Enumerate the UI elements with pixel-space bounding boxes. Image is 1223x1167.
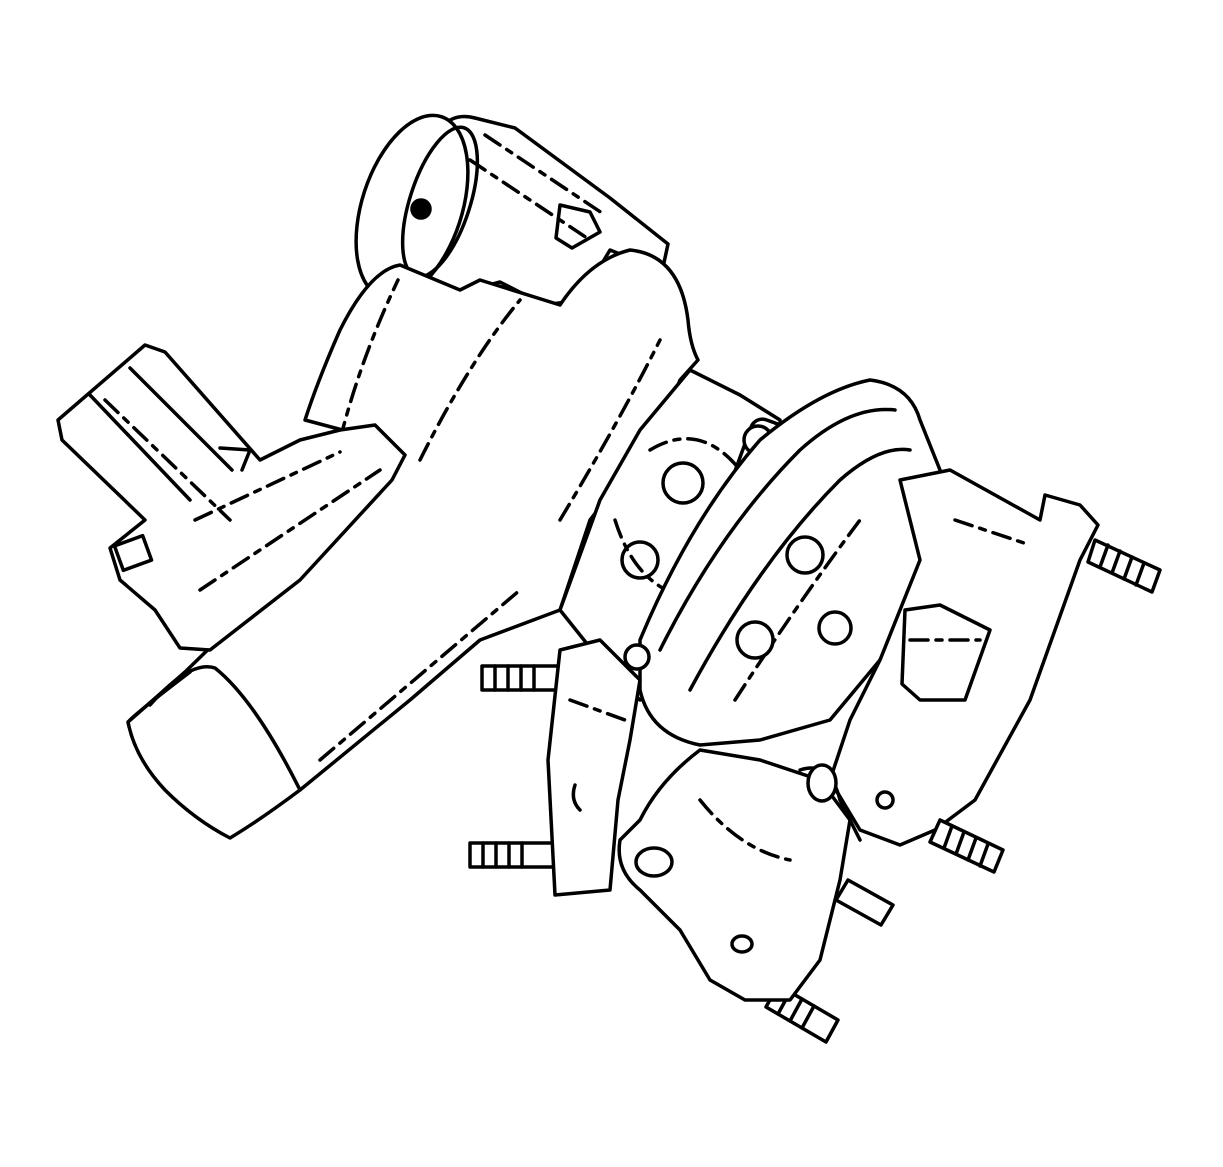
turbine-housing (623, 378, 942, 747)
compressor-outlet-pipe (126, 248, 700, 840)
stud-bottom-right (834, 878, 895, 927)
studs (468, 538, 1162, 1044)
mounting-bracket (546, 638, 642, 897)
oil-drain-flange (617, 748, 862, 1002)
exhaust-flange (828, 468, 1100, 847)
actuator (56, 343, 407, 652)
stud-right-lower (928, 818, 1005, 874)
